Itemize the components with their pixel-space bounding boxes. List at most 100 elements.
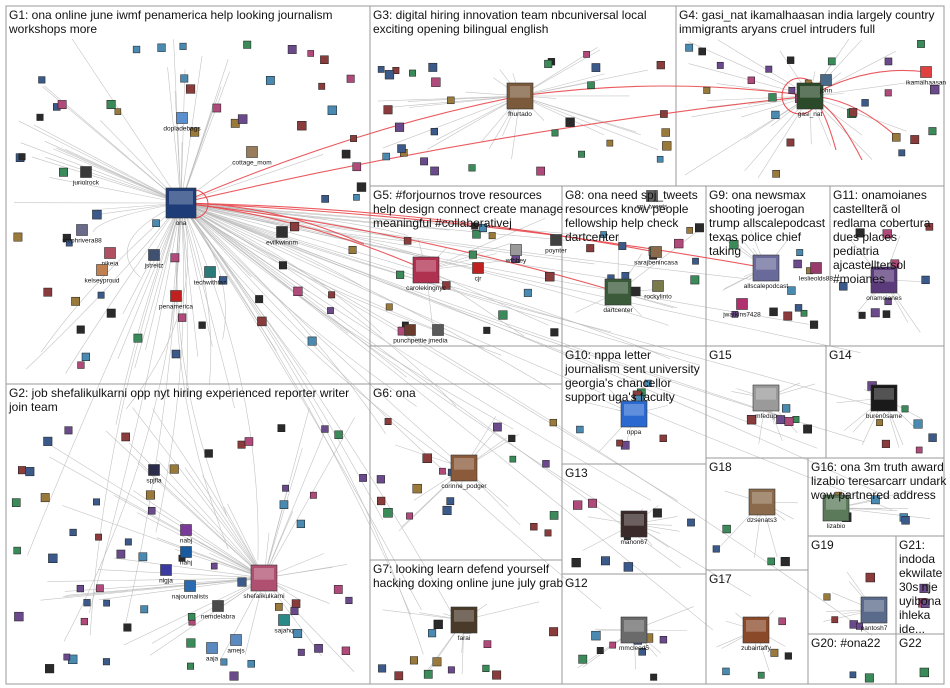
minor-node bbox=[551, 129, 559, 137]
node-nabj[interactable]: nabj bbox=[180, 524, 192, 545]
node-pantosh7[interactable]: pantosh7 bbox=[861, 596, 888, 632]
node-label: evilkwinnm bbox=[266, 240, 298, 247]
node-shefalikulkarni[interactable]: shefalikulkarni bbox=[243, 564, 285, 600]
minor-node bbox=[921, 275, 930, 285]
node-juriolrock[interactable]: juriolrock bbox=[72, 166, 100, 187]
node-dartcenter[interactable]: dartcenter bbox=[603, 278, 633, 314]
node-jstreitz[interactable]: jstreitz bbox=[144, 249, 164, 270]
node-aaja[interactable]: aaja bbox=[206, 642, 219, 663]
node-spj-tweets[interactable]: spj_tweets bbox=[637, 190, 668, 211]
node-kelseyproud[interactable]: kelseyproud bbox=[84, 264, 120, 285]
node-john[interactable]: john bbox=[819, 74, 833, 95]
minor-node bbox=[921, 599, 930, 608]
minor-node bbox=[596, 647, 604, 654]
edge bbox=[180, 202, 259, 561]
node-sajahq[interactable]: sajahq bbox=[274, 614, 294, 635]
node-rockylinto[interactable]: rockylinto bbox=[644, 280, 672, 301]
minor-node bbox=[884, 57, 893, 66]
minor-node bbox=[93, 498, 100, 506]
minor-node bbox=[447, 96, 455, 105]
minor-node bbox=[747, 76, 755, 84]
node-avatar bbox=[796, 82, 824, 110]
edge bbox=[436, 95, 521, 141]
minor-node bbox=[793, 259, 802, 269]
group-label-line: G16: ona 3m truth award bbox=[811, 460, 944, 474]
group-label-line: 30s nje bbox=[899, 580, 938, 594]
named-nodes-layer: ona dopladebags cottage_mom juriolrock steph… bbox=[62, 66, 946, 663]
node-ikamalhaasan[interactable]: ikamalhaasan bbox=[906, 66, 946, 87]
node-label: stephrivera88 bbox=[62, 238, 102, 245]
node-jwatkins7428[interactable]: jwatkins7428 bbox=[722, 298, 761, 319]
node-nemdelabra[interactable]: nemdelabra bbox=[201, 600, 236, 621]
minor-node bbox=[297, 121, 307, 131]
node-mfedup[interactable]: mfedup bbox=[752, 384, 780, 420]
node-avatar bbox=[180, 546, 192, 558]
node-cottage-mom[interactable]: cottage_mom bbox=[232, 146, 272, 167]
edge bbox=[89, 202, 182, 636]
minor-node bbox=[11, 498, 21, 507]
node-jmedia[interactable]: jmedia bbox=[427, 324, 448, 345]
node-ona[interactable]: ona bbox=[165, 187, 197, 227]
group-label-line: redlama cobertura bbox=[833, 216, 931, 230]
node-label: spjfla bbox=[146, 478, 162, 485]
node-allscalepodcast[interactable]: allscalepodcast bbox=[744, 254, 789, 290]
node-leslieolds88[interactable]: leslieolds88 bbox=[799, 262, 833, 283]
group-label-line: G17 bbox=[709, 572, 732, 586]
node-nlgja[interactable]: nlgja bbox=[159, 564, 173, 585]
node-cjr[interactable]: cjr bbox=[472, 262, 484, 283]
minor-node bbox=[83, 599, 91, 607]
node-fhurtado[interactable]: fhurtado bbox=[506, 82, 534, 118]
node-corinne-podger[interactable]: corinne_podger bbox=[441, 454, 487, 490]
node-mmcleod5[interactable]: mmcleod5 bbox=[619, 616, 649, 652]
group-label-line: G6: ona bbox=[373, 386, 416, 400]
minor-node bbox=[247, 660, 255, 668]
minor-node bbox=[179, 42, 187, 50]
node-nikeia[interactable]: nikeia bbox=[102, 247, 119, 268]
minor-node bbox=[482, 664, 490, 672]
node-avatar bbox=[510, 244, 522, 256]
edge bbox=[152, 408, 265, 579]
minor-node bbox=[631, 286, 641, 297]
node-sarajbenincasa[interactable]: sarajbenincasa bbox=[634, 246, 678, 267]
node-lizabio[interactable]: lizabio bbox=[822, 494, 850, 530]
node-onamoianes[interactable]: onamoianes bbox=[866, 266, 902, 302]
node-wthbey[interactable]: wthbey bbox=[505, 244, 527, 265]
edge bbox=[180, 202, 671, 360]
node-buren0same[interactable]: buren0same bbox=[866, 384, 903, 420]
node-farai[interactable]: farai bbox=[450, 606, 478, 642]
node-penamerica[interactable]: penamerica bbox=[159, 290, 193, 311]
minor-node bbox=[621, 272, 630, 280]
node-gasi-nat[interactable]: gasi_nat bbox=[796, 82, 824, 118]
node-avatar bbox=[250, 564, 278, 592]
minor-node bbox=[333, 585, 343, 594]
node-avatar bbox=[148, 249, 160, 261]
node-stephrivera88[interactable]: stephrivera88 bbox=[62, 224, 102, 245]
node-zubairtaffy[interactable]: zubairtaffy bbox=[741, 616, 772, 652]
minor-node bbox=[296, 519, 305, 529]
node-evilkwinnm[interactable]: evilkwinnm bbox=[266, 226, 298, 247]
node-label: dzsenats3 bbox=[747, 517, 777, 524]
node-spjfla[interactable]: spjfla bbox=[146, 464, 162, 485]
minor-node bbox=[157, 43, 166, 52]
node-poynter[interactable]: poynter bbox=[545, 234, 568, 255]
node-carolekingnyc[interactable]: carolekingnyc bbox=[406, 256, 447, 292]
node-punchpettie[interactable]: punchpettie bbox=[393, 324, 427, 345]
group-label-g19: G19 bbox=[811, 538, 834, 552]
node-nahj[interactable]: nahj bbox=[180, 546, 192, 567]
node-label: nemdelabra bbox=[201, 614, 236, 621]
minor-node bbox=[542, 460, 550, 468]
edge bbox=[691, 95, 811, 118]
node-amejs[interactable]: amejs bbox=[227, 634, 245, 655]
node-techwithtaz[interactable]: techwithtaz bbox=[194, 266, 227, 287]
node-dzsenats3[interactable]: dzsenats3 bbox=[747, 488, 777, 524]
node-nppa[interactable]: nppa bbox=[620, 400, 648, 436]
node-avatar-highlight bbox=[746, 620, 766, 632]
group-label-g3: G3: digital hiring innovation team nbcun… bbox=[373, 8, 647, 36]
node-dopladebags[interactable]: dopladebags bbox=[163, 112, 201, 133]
minor-node bbox=[430, 166, 439, 176]
edge bbox=[180, 202, 213, 347]
node-najournalists[interactable]: najournalists bbox=[172, 580, 209, 601]
node-manon67[interactable]: manon67 bbox=[620, 510, 648, 546]
